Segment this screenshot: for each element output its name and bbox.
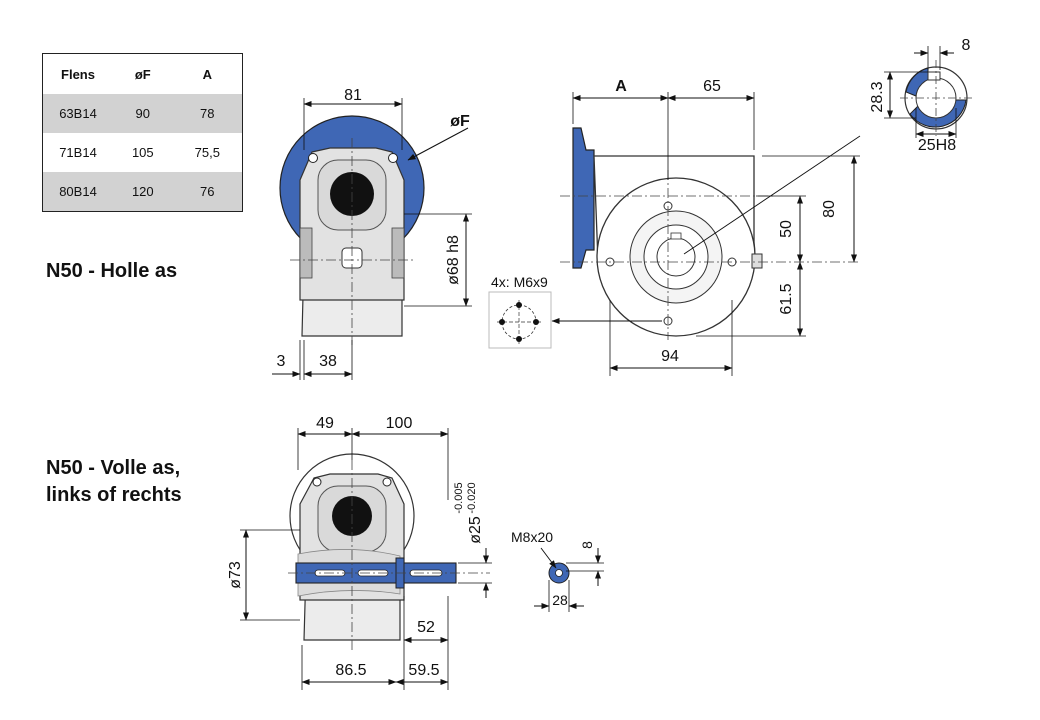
- dim-61-5: 61.5: [778, 283, 795, 314]
- dim-49: 49: [316, 415, 334, 432]
- header-of: øF: [113, 53, 173, 94]
- leader-line: [683, 135, 861, 255]
- dim-81: 81: [344, 87, 362, 104]
- hollow-shaft-title: N50 - Holle as: [46, 260, 178, 282]
- header-flens: Flens: [42, 53, 113, 94]
- header-a: A: [172, 53, 243, 94]
- plug: [751, 253, 763, 269]
- dim-86-5: 86.5: [335, 662, 366, 679]
- side-view-hollow: A 65 50 61.5 80 94 4x: M6x9: [488, 78, 861, 376]
- dim-94: 94: [661, 348, 679, 365]
- flange-hole: [382, 477, 392, 487]
- solid-shaft-title-line2: links of rechts: [46, 484, 182, 506]
- table-cell: 78: [172, 94, 243, 133]
- keyway-dim-28-3: 28.3: [869, 81, 886, 112]
- keyway-dim-25h8: 25H8: [918, 137, 956, 154]
- table-row: 80B14 120 76: [42, 172, 243, 212]
- table-cell: 71B14: [59, 145, 97, 160]
- dim-3: 3: [277, 353, 286, 370]
- flange-hole: [312, 477, 322, 487]
- dim-68h8: ø68 h8: [445, 235, 462, 285]
- table-cell: 120: [113, 172, 173, 212]
- table-cell: 105: [131, 145, 154, 160]
- shaft-dia-25: ø25: [467, 516, 484, 544]
- tol-lower: -0.020: [466, 482, 478, 513]
- holes-label: 4x: M6x9: [491, 274, 548, 290]
- side-flange: [572, 127, 595, 269]
- hub-bore: [656, 237, 696, 277]
- table-cell: 80B14: [42, 172, 113, 212]
- keyway-dim-8: 8: [962, 37, 971, 54]
- side-rib: [299, 227, 313, 279]
- dim-50: 50: [778, 220, 795, 238]
- table-cell: 63B14: [42, 94, 113, 133]
- front-view-hollow: 81 øF ø68 h8 3 38: [272, 87, 472, 380]
- end-dim-8: 8: [579, 541, 595, 549]
- table-cell: 76: [172, 172, 243, 212]
- end-dim-28: 28: [552, 592, 568, 608]
- side-rib: [391, 227, 405, 279]
- hub-key: [670, 232, 682, 240]
- dim-59-5: 59.5: [408, 662, 439, 679]
- flange-table: Flens øF A 63B14 90 78 71B14 105 75,5 80…: [42, 53, 243, 212]
- dim-100: 100: [386, 415, 413, 432]
- thread-label: M8x20: [511, 529, 553, 545]
- solid-shaft-title-line1: N50 - Volle as,: [46, 457, 181, 479]
- dim-a: A: [615, 78, 627, 95]
- dim-73: ø73: [227, 561, 244, 589]
- keyway-detail: 8 28.3 25H8: [869, 37, 972, 154]
- flange-dia-label: øF: [450, 113, 470, 130]
- table-header-row: Flens øF A: [42, 53, 243, 94]
- tol-upper: -0.005: [453, 482, 465, 513]
- flange-hole: [388, 153, 398, 163]
- flange-hole: [308, 153, 318, 163]
- front-view-solid: 49 100 ø25 -0.005 -0.020 ø73 52 86.5 59.…: [227, 415, 604, 690]
- dim-38: 38: [319, 353, 337, 370]
- table-row: 63B14 90 78: [42, 94, 243, 133]
- dim-52: 52: [417, 619, 435, 636]
- table-cell: 90: [113, 94, 173, 133]
- dim-65: 65: [703, 78, 721, 95]
- table-cell: 75,5: [194, 145, 220, 160]
- dim-80: 80: [821, 200, 838, 218]
- table-row: 71B14 105 75,5: [43, 133, 243, 172]
